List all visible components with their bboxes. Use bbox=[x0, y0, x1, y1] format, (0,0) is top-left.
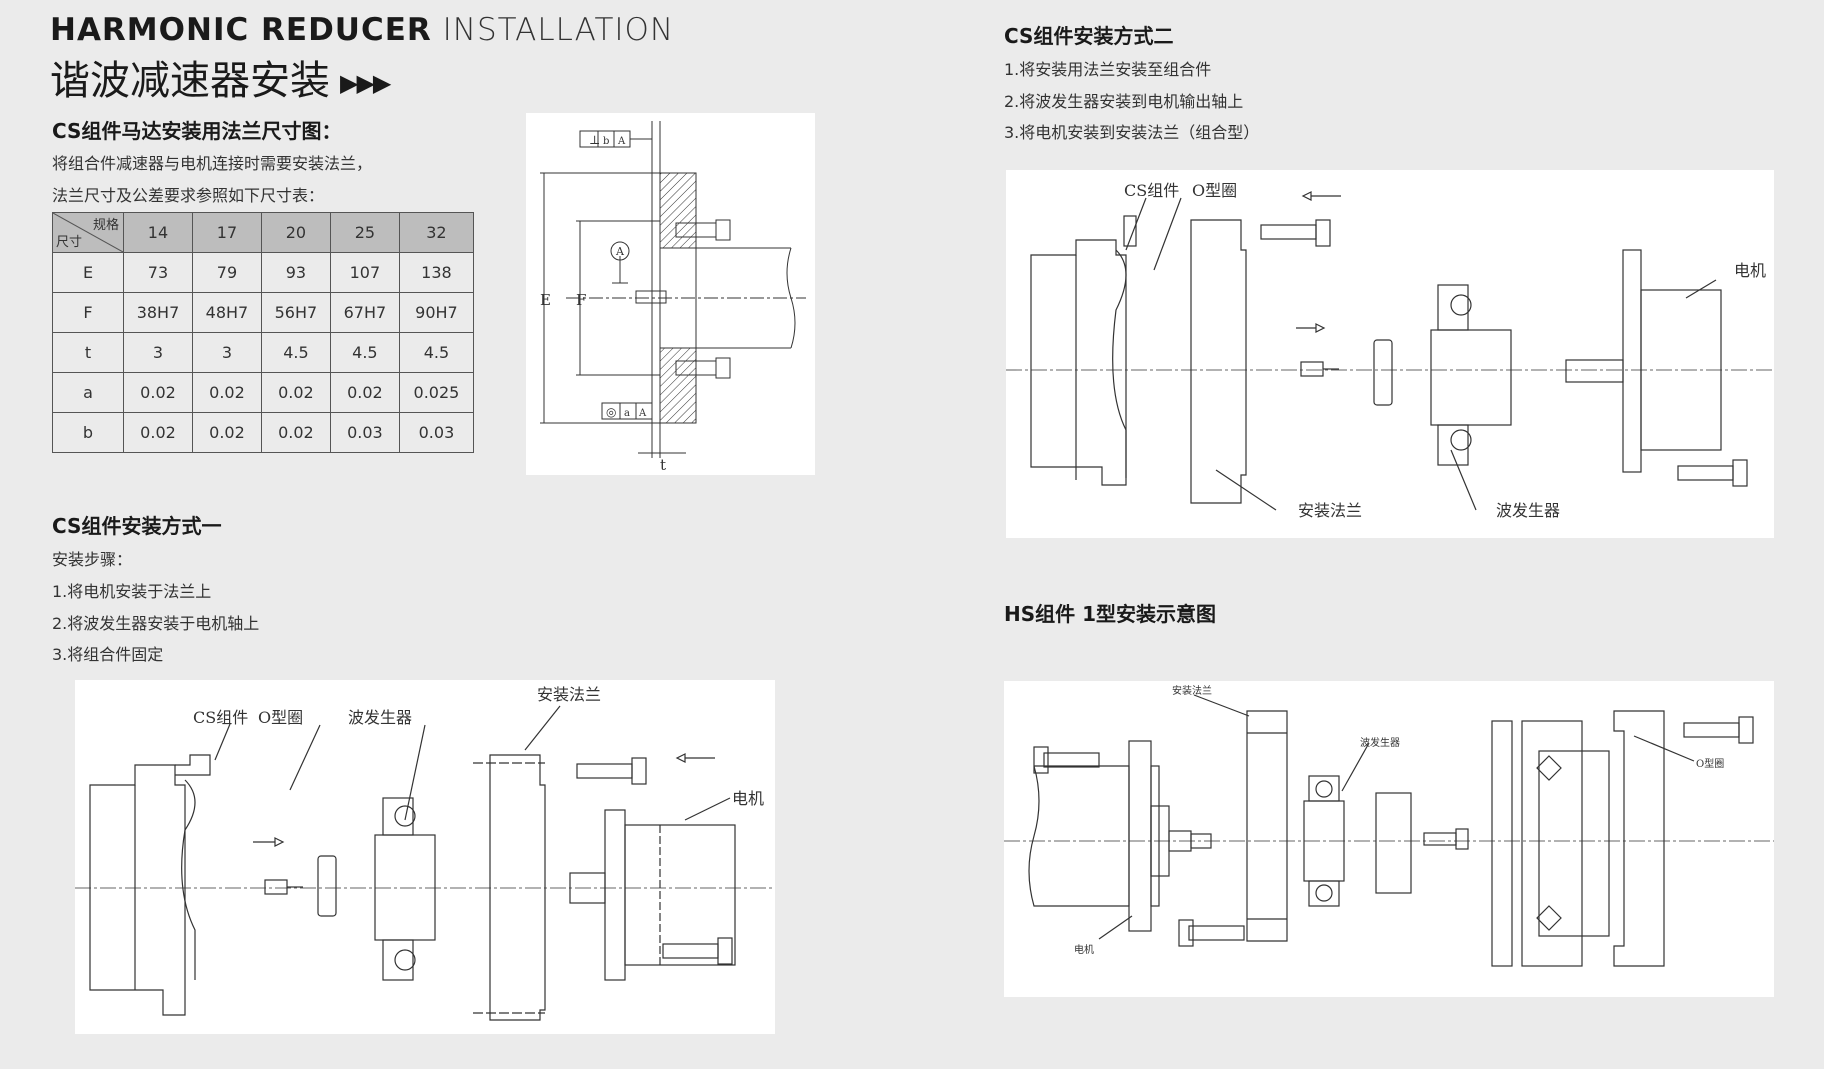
flange-desc-line2: 法兰尺寸及公差要求参照如下尺寸表： bbox=[52, 186, 325, 205]
table-cell: 67H7 bbox=[329, 292, 400, 333]
table-col-header: 32 bbox=[398, 212, 475, 253]
corner-label-size: 尺寸 bbox=[56, 235, 83, 250]
tol-a-label: a bbox=[624, 408, 630, 419]
table-row: a 0.02 0.02 0.02 0.02 0.025 bbox=[52, 372, 475, 413]
method-one-step3: 3.将组合件固定 bbox=[52, 645, 164, 664]
method-two-step2: 2.将波发生器安装到电机输出轴上 bbox=[1004, 92, 1244, 111]
table-cell: 0.02 bbox=[260, 412, 331, 453]
triple-arrow-icon: ▶▶▶ bbox=[340, 69, 391, 97]
label-mounting-flange: 安装法兰 bbox=[1298, 501, 1362, 520]
flange-dimension-drawing: ⊥ b A ◎ a A A E F t bbox=[540, 121, 806, 474]
table-cell: 48H7 bbox=[191, 292, 262, 333]
method-two-drawing-panel: CS组件 O型圈 电机 安装法兰 波发生器 bbox=[1006, 170, 1774, 538]
label-cs-component: CS组件 bbox=[1124, 181, 1179, 200]
table-cell: 138 bbox=[398, 252, 475, 293]
flange-dimension-table: 规格 尺寸 14 17 20 25 32 E 73 79 93 107 138 … bbox=[52, 212, 475, 453]
hs-section-title: HS组件 1型安装示意图 bbox=[1004, 602, 1217, 626]
table-cell: 0.02 bbox=[329, 372, 400, 413]
label-oring: O型圈 bbox=[1696, 757, 1724, 770]
label-oring: O型圈 bbox=[258, 708, 303, 727]
table-col-header: 25 bbox=[329, 212, 400, 253]
flange-section-title: CS组件马达安装用法兰尺寸图： bbox=[52, 119, 342, 143]
table-cell: 56H7 bbox=[260, 292, 331, 333]
table-cell: 90H7 bbox=[398, 292, 475, 333]
tol-A2-label: A bbox=[638, 408, 647, 419]
table-row-label: E bbox=[52, 252, 124, 293]
table-cell: 3 bbox=[123, 332, 193, 373]
method-two-assembly-drawing: CS组件 O型圈 电机 安装法兰 波发生器 bbox=[1006, 181, 1774, 520]
label-mounting-flange: 安装法兰 bbox=[537, 685, 601, 704]
tol-A-label: A bbox=[617, 136, 626, 147]
table-cell: 0.025 bbox=[398, 372, 475, 413]
method-one-steps-label: 安装步骤： bbox=[52, 550, 133, 569]
header-title-en: HARMONIC REDUCER INSTALLATION bbox=[50, 12, 674, 48]
dim-F-label: F bbox=[576, 291, 586, 309]
header-title-en-bold: HARMONIC REDUCER bbox=[50, 12, 432, 48]
table-corner-cell: 规格 尺寸 bbox=[52, 212, 124, 253]
header-title-en-light: INSTALLATION bbox=[442, 12, 675, 48]
table-cell: 0.02 bbox=[191, 412, 262, 453]
method-one-drawing-panel: CS组件 O型圈 波发生器 安装法兰 电机 bbox=[75, 680, 775, 1034]
table-cell: 0.02 bbox=[191, 372, 262, 413]
table-cell: 0.02 bbox=[123, 412, 193, 453]
corner-label-spec: 规格 bbox=[92, 218, 119, 233]
hs-drawing-panel: 安装法兰 波发生器 O型圈 电机 bbox=[1004, 681, 1774, 997]
table-cell: 4.5 bbox=[398, 332, 475, 373]
table-cell: 38H7 bbox=[123, 292, 193, 333]
hs-assembly-drawing: 安装法兰 波发生器 O型圈 电机 bbox=[1004, 684, 1774, 967]
corner-diagonal bbox=[53, 213, 123, 252]
method-one-step1: 1.将电机安装于法兰上 bbox=[52, 582, 212, 601]
label-mounting-flange: 安装法兰 bbox=[1172, 684, 1212, 697]
label-wave-generator: 波发生器 bbox=[1360, 736, 1400, 749]
flange-drawing-panel: ⊥ b A ◎ a A A E F t bbox=[526, 113, 815, 475]
dim-E-label: E bbox=[540, 291, 551, 309]
table-cell: 0.02 bbox=[260, 372, 331, 413]
dim-t-label: t bbox=[660, 456, 666, 474]
label-wave-generator: 波发生器 bbox=[1496, 501, 1560, 520]
datum-A-label: A bbox=[615, 245, 625, 258]
method-two-step1: 1.将安装用法兰安装至组合件 bbox=[1004, 60, 1212, 79]
table-col-header: 14 bbox=[123, 212, 193, 253]
table-cell: 3 bbox=[191, 332, 262, 373]
table-cell: 107 bbox=[329, 252, 400, 293]
method-two-title: CS组件安装方式二 bbox=[1004, 24, 1174, 48]
table-cell: 79 bbox=[191, 252, 262, 293]
table-row-label: t bbox=[52, 332, 124, 373]
table-row-label: a bbox=[52, 372, 124, 413]
table-row: t 3 3 4.5 4.5 4.5 bbox=[52, 332, 475, 373]
label-motor: 电机 bbox=[1734, 261, 1766, 280]
table-row-label: F bbox=[52, 292, 124, 333]
table-row: F 38H7 48H7 56H7 67H7 90H7 bbox=[52, 292, 475, 333]
label-wave-generator: 波发生器 bbox=[348, 708, 412, 727]
table-cell: 4.5 bbox=[260, 332, 331, 373]
label-motor: 电机 bbox=[1074, 943, 1094, 956]
method-one-step2: 2.将波发生器安装于电机轴上 bbox=[52, 614, 260, 633]
table-cell: 73 bbox=[123, 252, 193, 293]
method-one-assembly-drawing: CS组件 O型圈 波发生器 安装法兰 电机 bbox=[75, 685, 775, 1021]
header-title-cn-text: 谐波减速器安装 bbox=[50, 58, 330, 104]
table-row: E 73 79 93 107 138 bbox=[52, 252, 475, 293]
table-cell: 93 bbox=[260, 252, 331, 293]
method-one-title: CS组件安装方式一 bbox=[52, 514, 222, 538]
flange-desc-line1: 将组合件减速器与电机连接时需要安装法兰， bbox=[52, 154, 373, 173]
table-row: b 0.02 0.02 0.02 0.03 0.03 bbox=[52, 412, 475, 453]
table-col-header: 17 bbox=[191, 212, 262, 253]
table-cell: 4.5 bbox=[329, 332, 400, 373]
label-cs-component: CS组件 bbox=[193, 708, 248, 727]
label-oring: O型圈 bbox=[1192, 181, 1237, 200]
label-motor: 电机 bbox=[732, 789, 764, 808]
table-row-label: b bbox=[52, 412, 124, 453]
concentric-symbol: ◎ bbox=[606, 405, 616, 419]
table-cell: 0.03 bbox=[398, 412, 475, 453]
table-cell: 0.03 bbox=[329, 412, 400, 453]
perp-symbol: ⊥ bbox=[589, 133, 600, 147]
table-col-header: 20 bbox=[260, 212, 331, 253]
tol-b-label: b bbox=[603, 136, 609, 147]
table-cell: 0.02 bbox=[123, 372, 193, 413]
table-header-row: 规格 尺寸 14 17 20 25 32 bbox=[52, 212, 475, 253]
header-title-cn: 谐波减速器安装 ▶▶▶ bbox=[50, 48, 391, 106]
method-two-step3: 3.将电机安装到安装法兰（组合型） bbox=[1004, 123, 1260, 142]
